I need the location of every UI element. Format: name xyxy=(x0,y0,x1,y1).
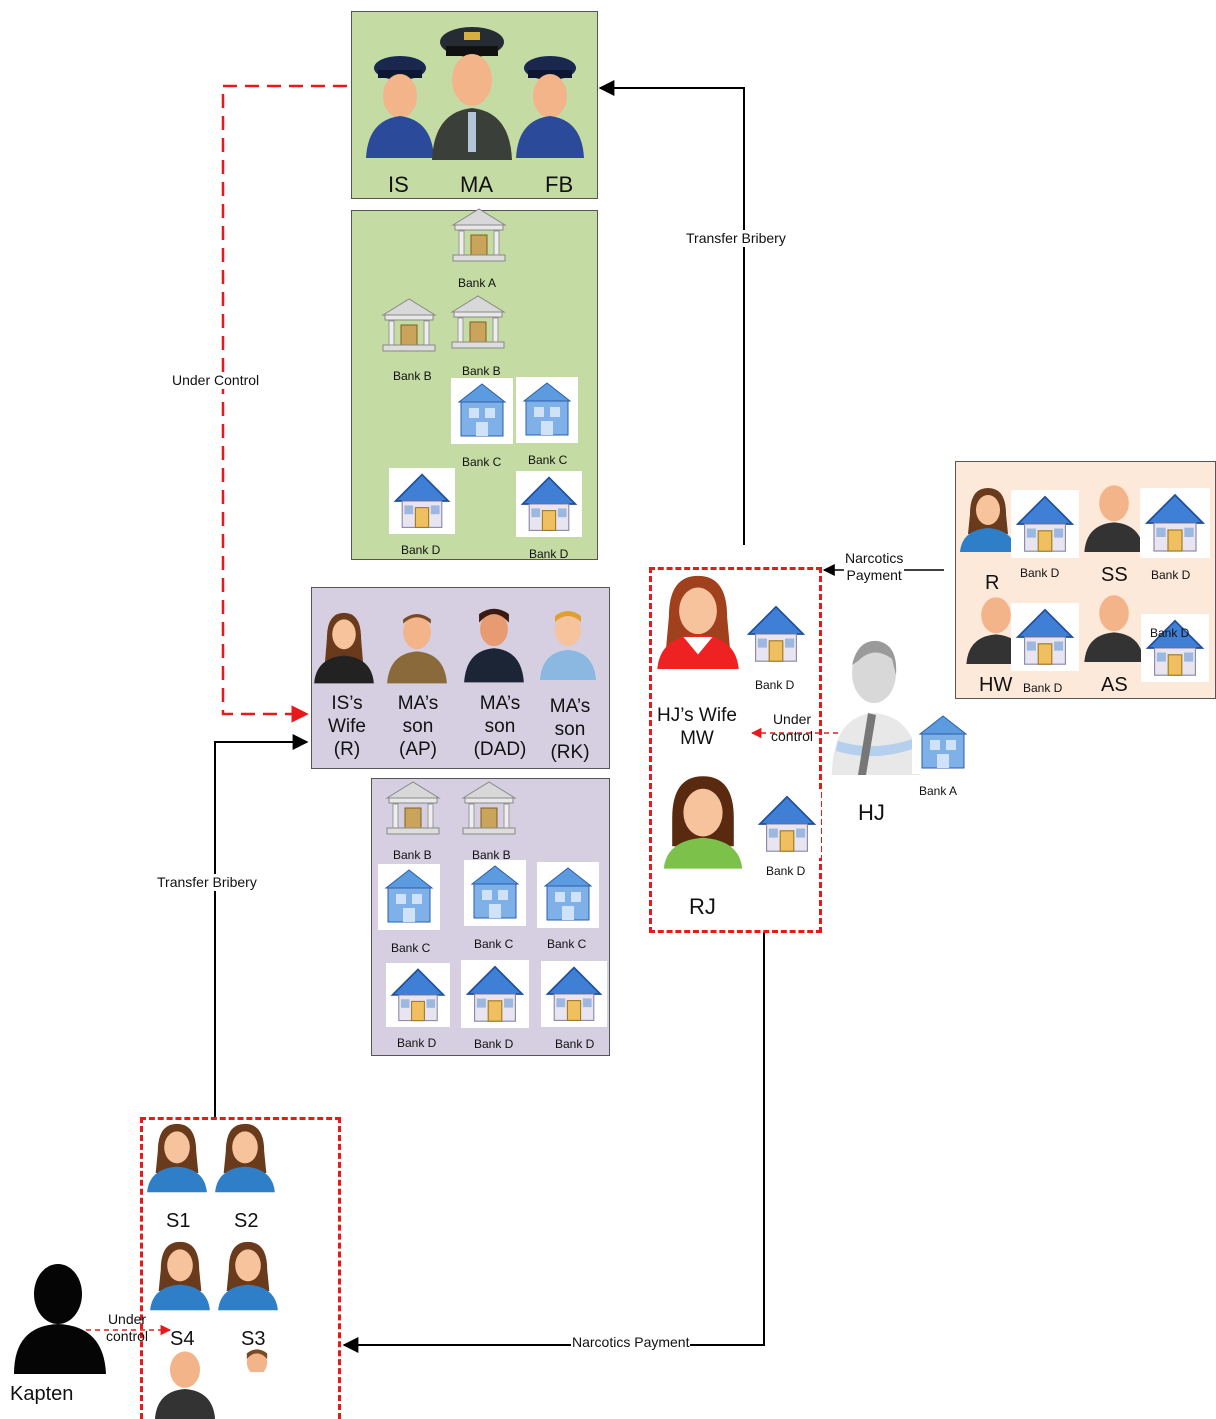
transfer-bribery-top-label: Transfer Bribery xyxy=(685,230,787,247)
bank-icon xyxy=(460,960,530,1028)
bank-label: Bank C xyxy=(547,937,587,951)
bank-icon xyxy=(515,471,583,537)
dealer-name: AS xyxy=(1101,674,1128,696)
bank-icon xyxy=(385,963,451,1027)
bank-label: Bank D xyxy=(1151,568,1191,582)
connectors xyxy=(86,80,944,1353)
dealer-name: SS xyxy=(1101,564,1128,586)
students-dashed-box xyxy=(140,1117,341,1419)
bank-label: Bank A xyxy=(458,276,497,290)
bank-icon xyxy=(516,377,578,443)
person-icon xyxy=(832,640,920,775)
bank-label: Bank B xyxy=(472,848,511,862)
bank-label: Bank D xyxy=(529,547,569,561)
bank-label: Bank D xyxy=(1020,566,1060,580)
bank-icon xyxy=(540,961,608,1027)
officer-icon xyxy=(516,56,584,158)
dealer-name: HW xyxy=(979,674,1013,696)
person-icon xyxy=(1084,485,1144,552)
general-icon xyxy=(432,27,512,160)
transfer-bribery-bottom-edge xyxy=(214,734,309,1120)
bank-icon xyxy=(1010,603,1080,671)
official-name: FB xyxy=(545,172,574,197)
bank-label: Bank B xyxy=(462,364,501,378)
bank-label: Bank D xyxy=(1023,681,1063,695)
man-icon xyxy=(464,608,524,683)
dealer-name: R xyxy=(985,572,1000,594)
person-icon xyxy=(1084,595,1144,662)
student-name: S3 xyxy=(241,1328,266,1350)
woman-icon xyxy=(147,1123,207,1193)
student-name: S4 xyxy=(170,1328,195,1350)
bank-label: Bank B xyxy=(393,848,432,862)
bank-label: Bank D xyxy=(401,543,441,557)
bank-icon xyxy=(464,860,526,926)
bank-icon xyxy=(451,295,505,349)
bank-icon xyxy=(386,781,440,835)
narcotics-payment-bottom-edge xyxy=(342,932,765,1353)
woman-icon xyxy=(657,575,739,669)
under-control-label: Under Control xyxy=(171,372,261,389)
bank-icon xyxy=(1140,614,1210,682)
man-icon xyxy=(540,611,596,680)
woman-icon xyxy=(218,1241,278,1311)
kapten-label: Kapten xyxy=(10,1383,74,1405)
student-name: S2 xyxy=(234,1210,259,1232)
silhouette-icon xyxy=(14,1264,106,1374)
bank-icon xyxy=(912,710,972,774)
woman-icon xyxy=(150,1241,210,1311)
bank-icon xyxy=(537,862,599,928)
bank-icon xyxy=(382,298,436,352)
man-icon xyxy=(387,614,447,684)
bank-icon xyxy=(452,208,506,262)
bank-icon xyxy=(378,864,440,930)
bank-label: Bank C xyxy=(391,941,431,955)
narcotics-payment-bottom-label: Narcotics Payment xyxy=(571,1334,691,1351)
official-name: IS xyxy=(388,172,409,197)
official-name: MA xyxy=(460,172,493,197)
woman-icon xyxy=(314,612,374,684)
bank-label: Bank D xyxy=(474,1037,514,1051)
bank-label: Bank D xyxy=(1150,626,1190,640)
hj-label: HJ xyxy=(858,800,885,825)
officer-icon xyxy=(366,56,434,158)
hj-group-dashed-box xyxy=(649,567,822,933)
transfer-bribery-bottom-label: Transfer Bribery xyxy=(156,874,258,891)
bank-label: Bank C xyxy=(528,453,568,467)
bank-label: Bank D xyxy=(755,678,795,692)
bank-icon xyxy=(1140,488,1210,558)
person-icon xyxy=(246,1349,268,1372)
bank-icon xyxy=(451,378,513,444)
under-control-edge xyxy=(221,84,347,723)
bank-label: Bank B xyxy=(393,369,432,383)
bank-icon xyxy=(1010,490,1080,558)
transfer-bribery-top-edge xyxy=(598,80,745,545)
bank-icon xyxy=(741,600,811,668)
woman-icon xyxy=(663,776,743,869)
woman-icon xyxy=(215,1123,275,1193)
bank-label: Bank D xyxy=(766,864,806,878)
bank-icon xyxy=(752,790,822,858)
bank-label: Bank D xyxy=(397,1036,437,1050)
bank-label: Bank C xyxy=(474,937,514,951)
bank-icon xyxy=(462,781,516,835)
person-icon xyxy=(154,1351,216,1419)
bank-label: Bank A xyxy=(919,784,958,798)
rj-label: RJ xyxy=(689,894,716,919)
bank-label: Bank C xyxy=(462,455,502,469)
bank-label: Bank D xyxy=(555,1037,595,1051)
bank-icon xyxy=(388,468,456,534)
student-name: S1 xyxy=(166,1210,191,1232)
